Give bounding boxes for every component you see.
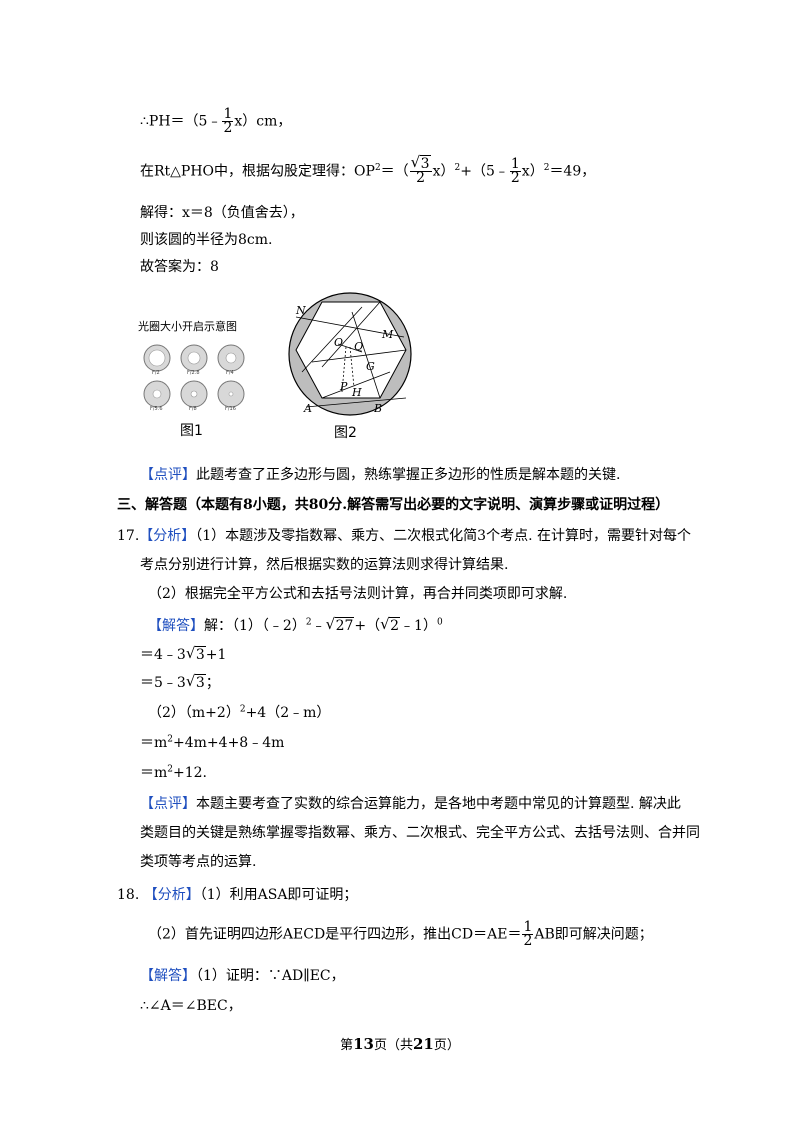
point-m-label: M [381, 328, 394, 341]
aperture-diagrams [143, 344, 245, 408]
page-footer: 第13页（共21页） [340, 1035, 460, 1053]
analysis-tag: 【分析】 [139, 528, 196, 544]
solve-line: 解得：x＝8（负值舍去）， [140, 205, 304, 221]
q17-comment-1: 【点评】本题主要考查了实数的综合运算能力，是各地中考题中常见的计算题型. 解决此 [140, 796, 681, 812]
point-b-label: B [373, 402, 382, 415]
q17-comment-2: 类题目的关键是熟练掌握零指数幂、乘方、二次根式、完全平方公式、去括号法则、合并同 [140, 825, 700, 841]
section-title: 三、解答题（本题有8小题，共80分.解答需写出必要的文字说明、演算步骤或证明过程… [117, 497, 670, 513]
figure-2-circle-hexagon: N M O Q G P H A B [288, 292, 412, 416]
sqrt-symbol: √3 [185, 672, 206, 691]
q17-comment-3: 类项等考点的运算. [140, 854, 257, 870]
comment-line: 【点评】此题考查了正多边形与圆，熟练掌握正多边形的性质是解本题的关键. [140, 467, 621, 483]
sqrt-symbol: √3 [410, 153, 431, 172]
f-number: F/5.6 [150, 406, 163, 412]
q17-step-5: ＝m2+12. [140, 764, 208, 781]
solution-tag: 【解答】 [140, 968, 196, 984]
q17-analysis-3: （2）根据完全平方公式和去括号法则计算，再合并同类项即可求解. [148, 586, 568, 602]
q17-step-4: ＝m2+4m+4+8﹣4m [140, 734, 285, 751]
radius-line: 则该圆的半径为8cm. [140, 232, 273, 248]
sqrt-symbol: √2 [380, 615, 401, 634]
sqrt-symbol: √3 [185, 644, 206, 663]
q17-step-3: （2）（m+2）2+4（2﹣m） [148, 704, 331, 721]
point-n-label: N [295, 304, 306, 317]
f-number: F/4 [226, 370, 234, 376]
figure-1-title: 光圈大小开启示意图 [138, 320, 237, 333]
q17-step-1: ＝4﹣3√3+1 [140, 644, 227, 663]
analysis-tag: 【分析】 [143, 887, 200, 903]
q17-solution-1: 【解答】解：（1）（﹣2）2﹣√27+（√2﹣1）0 [148, 615, 443, 634]
sqrt-symbol: √27 [325, 615, 355, 634]
answer-line: 故答案为：8 [140, 259, 219, 275]
figure-2-caption: 图2 [334, 425, 357, 441]
solution-tag: 【解答】 [148, 618, 204, 634]
q17-analysis-2: 考点分别进行计算，然后根据实数的运算法则求得计算结果. [140, 557, 509, 573]
figure-1-aperture: 光圈大小开启示意图 F/2 F/2.8 F/4 F/5.6 F/8 F/16 [138, 318, 250, 420]
f-number: F/2.8 [187, 370, 200, 376]
figure-1-caption: 图1 [180, 423, 203, 439]
point-h-label: H [351, 386, 362, 399]
point-p-label: P [339, 380, 348, 393]
f-number: F/2 [152, 370, 160, 376]
f-number: F/16 [225, 406, 236, 412]
q18-analysis-1: 18. 【分析】（1）利用ASA即可证明； [117, 887, 358, 903]
comment-tag: 【点评】 [140, 796, 196, 812]
q18-solution-2: ∴∠A＝∠BEC， [140, 998, 242, 1014]
q18-solution-1: 【解答】（1）证明：∵AD∥EC， [140, 968, 345, 984]
point-o-label: O [334, 336, 343, 349]
comment-tag: 【点评】 [140, 467, 196, 483]
point-g-label: G [366, 360, 375, 373]
q17-step-2: ＝5﹣3√3； [140, 672, 220, 691]
f-number: F/8 [189, 406, 197, 412]
point-a-label: A [303, 402, 312, 415]
point-q-label: Q [354, 340, 363, 353]
q17-analysis-1: 17.【分析】（1）本题涉及零指数幂、乘方、二次根式化简3个考点. 在计算时，需… [117, 528, 691, 544]
